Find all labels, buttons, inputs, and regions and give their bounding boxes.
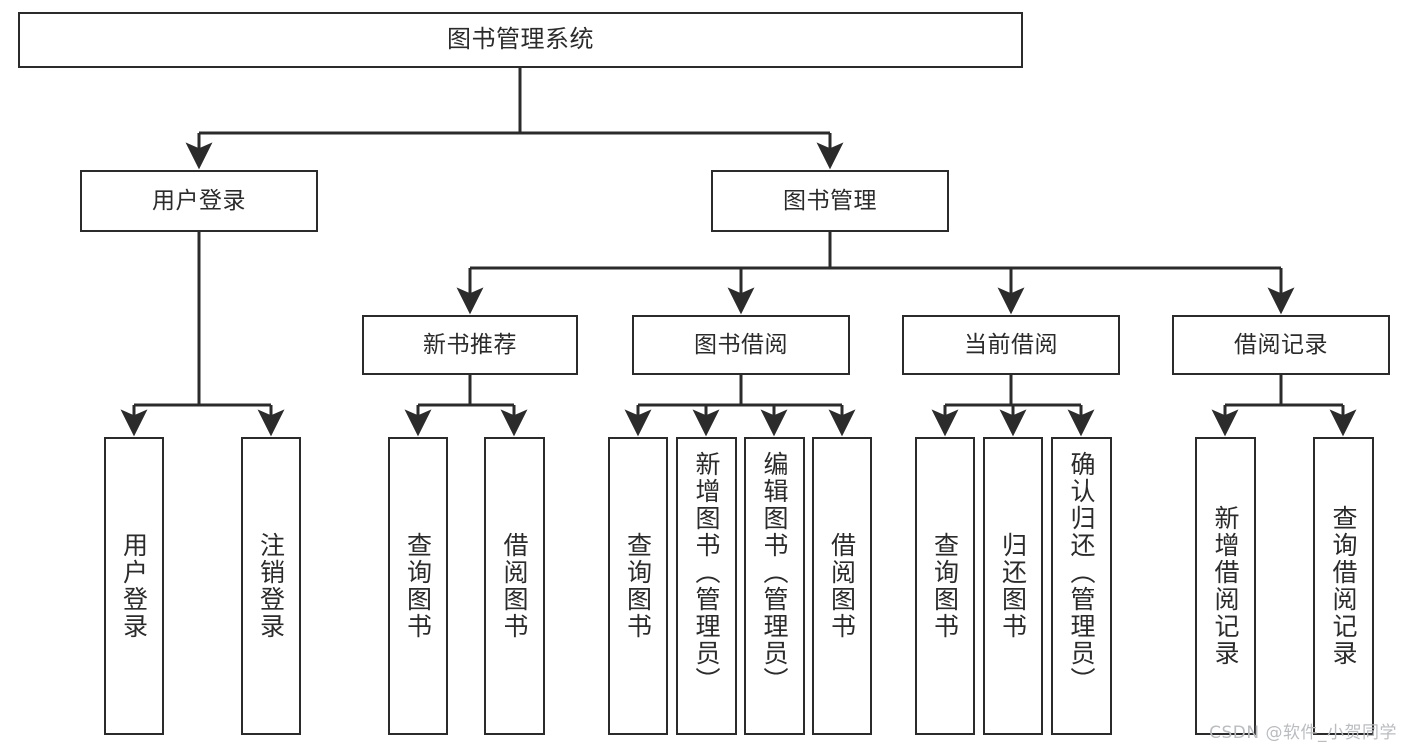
node-leaf-borrow-book-2-label: 借阅图书 <box>827 532 857 640</box>
node-leaf-add-book-label: 新增图书（管理员） <box>692 451 721 694</box>
node-root[interactable]: 图书管理系统 <box>18 12 1023 68</box>
node-book-manage[interactable]: 图书管理 <box>711 170 949 232</box>
node-leaf-logout-login[interactable]: 注销登录 <box>241 437 301 735</box>
node-user-login-label: 用户登录 <box>152 187 246 214</box>
node-leaf-query-book-1[interactable]: 查询图书 <box>388 437 448 735</box>
node-leaf-query-record-label: 查询借阅记录 <box>1329 505 1358 667</box>
node-book-borrow-label: 图书借阅 <box>694 331 788 358</box>
node-new-book-recommend[interactable]: 新书推荐 <box>362 315 578 375</box>
node-leaf-user-login-label: 用户登录 <box>119 532 149 640</box>
node-leaf-borrow-book-1[interactable]: 借阅图书 <box>484 437 545 735</box>
node-leaf-add-record-label: 新增借阅记录 <box>1211 505 1240 667</box>
node-root-label: 图书管理系统 <box>447 25 594 54</box>
node-leaf-query-book-2-label: 查询图书 <box>623 532 653 640</box>
node-leaf-user-login[interactable]: 用户登录 <box>104 437 164 735</box>
node-leaf-query-book-1-label: 查询图书 <box>403 532 433 640</box>
node-leaf-return-book-label: 归还图书 <box>998 532 1028 640</box>
node-leaf-query-book-2[interactable]: 查询图书 <box>608 437 668 735</box>
node-leaf-borrow-book-1-label: 借阅图书 <box>500 532 529 640</box>
node-book-manage-label: 图书管理 <box>783 187 877 214</box>
node-leaf-edit-book-label: 编辑图书（管理员） <box>760 451 789 694</box>
node-leaf-return-book[interactable]: 归还图书 <box>983 437 1043 735</box>
node-borrow-record-label: 借阅记录 <box>1234 331 1328 358</box>
node-new-book-recommend-label: 新书推荐 <box>423 331 517 358</box>
node-current-borrow-label: 当前借阅 <box>964 331 1058 358</box>
node-leaf-query-record[interactable]: 查询借阅记录 <box>1313 437 1374 735</box>
node-borrow-record[interactable]: 借阅记录 <box>1172 315 1390 375</box>
node-leaf-query-book-3[interactable]: 查询图书 <box>915 437 975 735</box>
node-book-borrow[interactable]: 图书借阅 <box>632 315 850 375</box>
node-leaf-logout-login-label: 注销登录 <box>256 532 286 640</box>
node-user-login[interactable]: 用户登录 <box>80 170 318 232</box>
node-leaf-add-book[interactable]: 新增图书（管理员） <box>676 437 737 735</box>
node-leaf-add-record[interactable]: 新增借阅记录 <box>1195 437 1256 735</box>
node-leaf-query-book-3-label: 查询图书 <box>930 532 960 640</box>
node-leaf-confirm-return-label: 确认归还（管理员） <box>1067 451 1096 694</box>
node-leaf-edit-book[interactable]: 编辑图书（管理员） <box>744 437 805 735</box>
node-current-borrow[interactable]: 当前借阅 <box>902 315 1120 375</box>
node-leaf-borrow-book-2[interactable]: 借阅图书 <box>812 437 872 735</box>
node-leaf-confirm-return[interactable]: 确认归还（管理员） <box>1051 437 1112 735</box>
